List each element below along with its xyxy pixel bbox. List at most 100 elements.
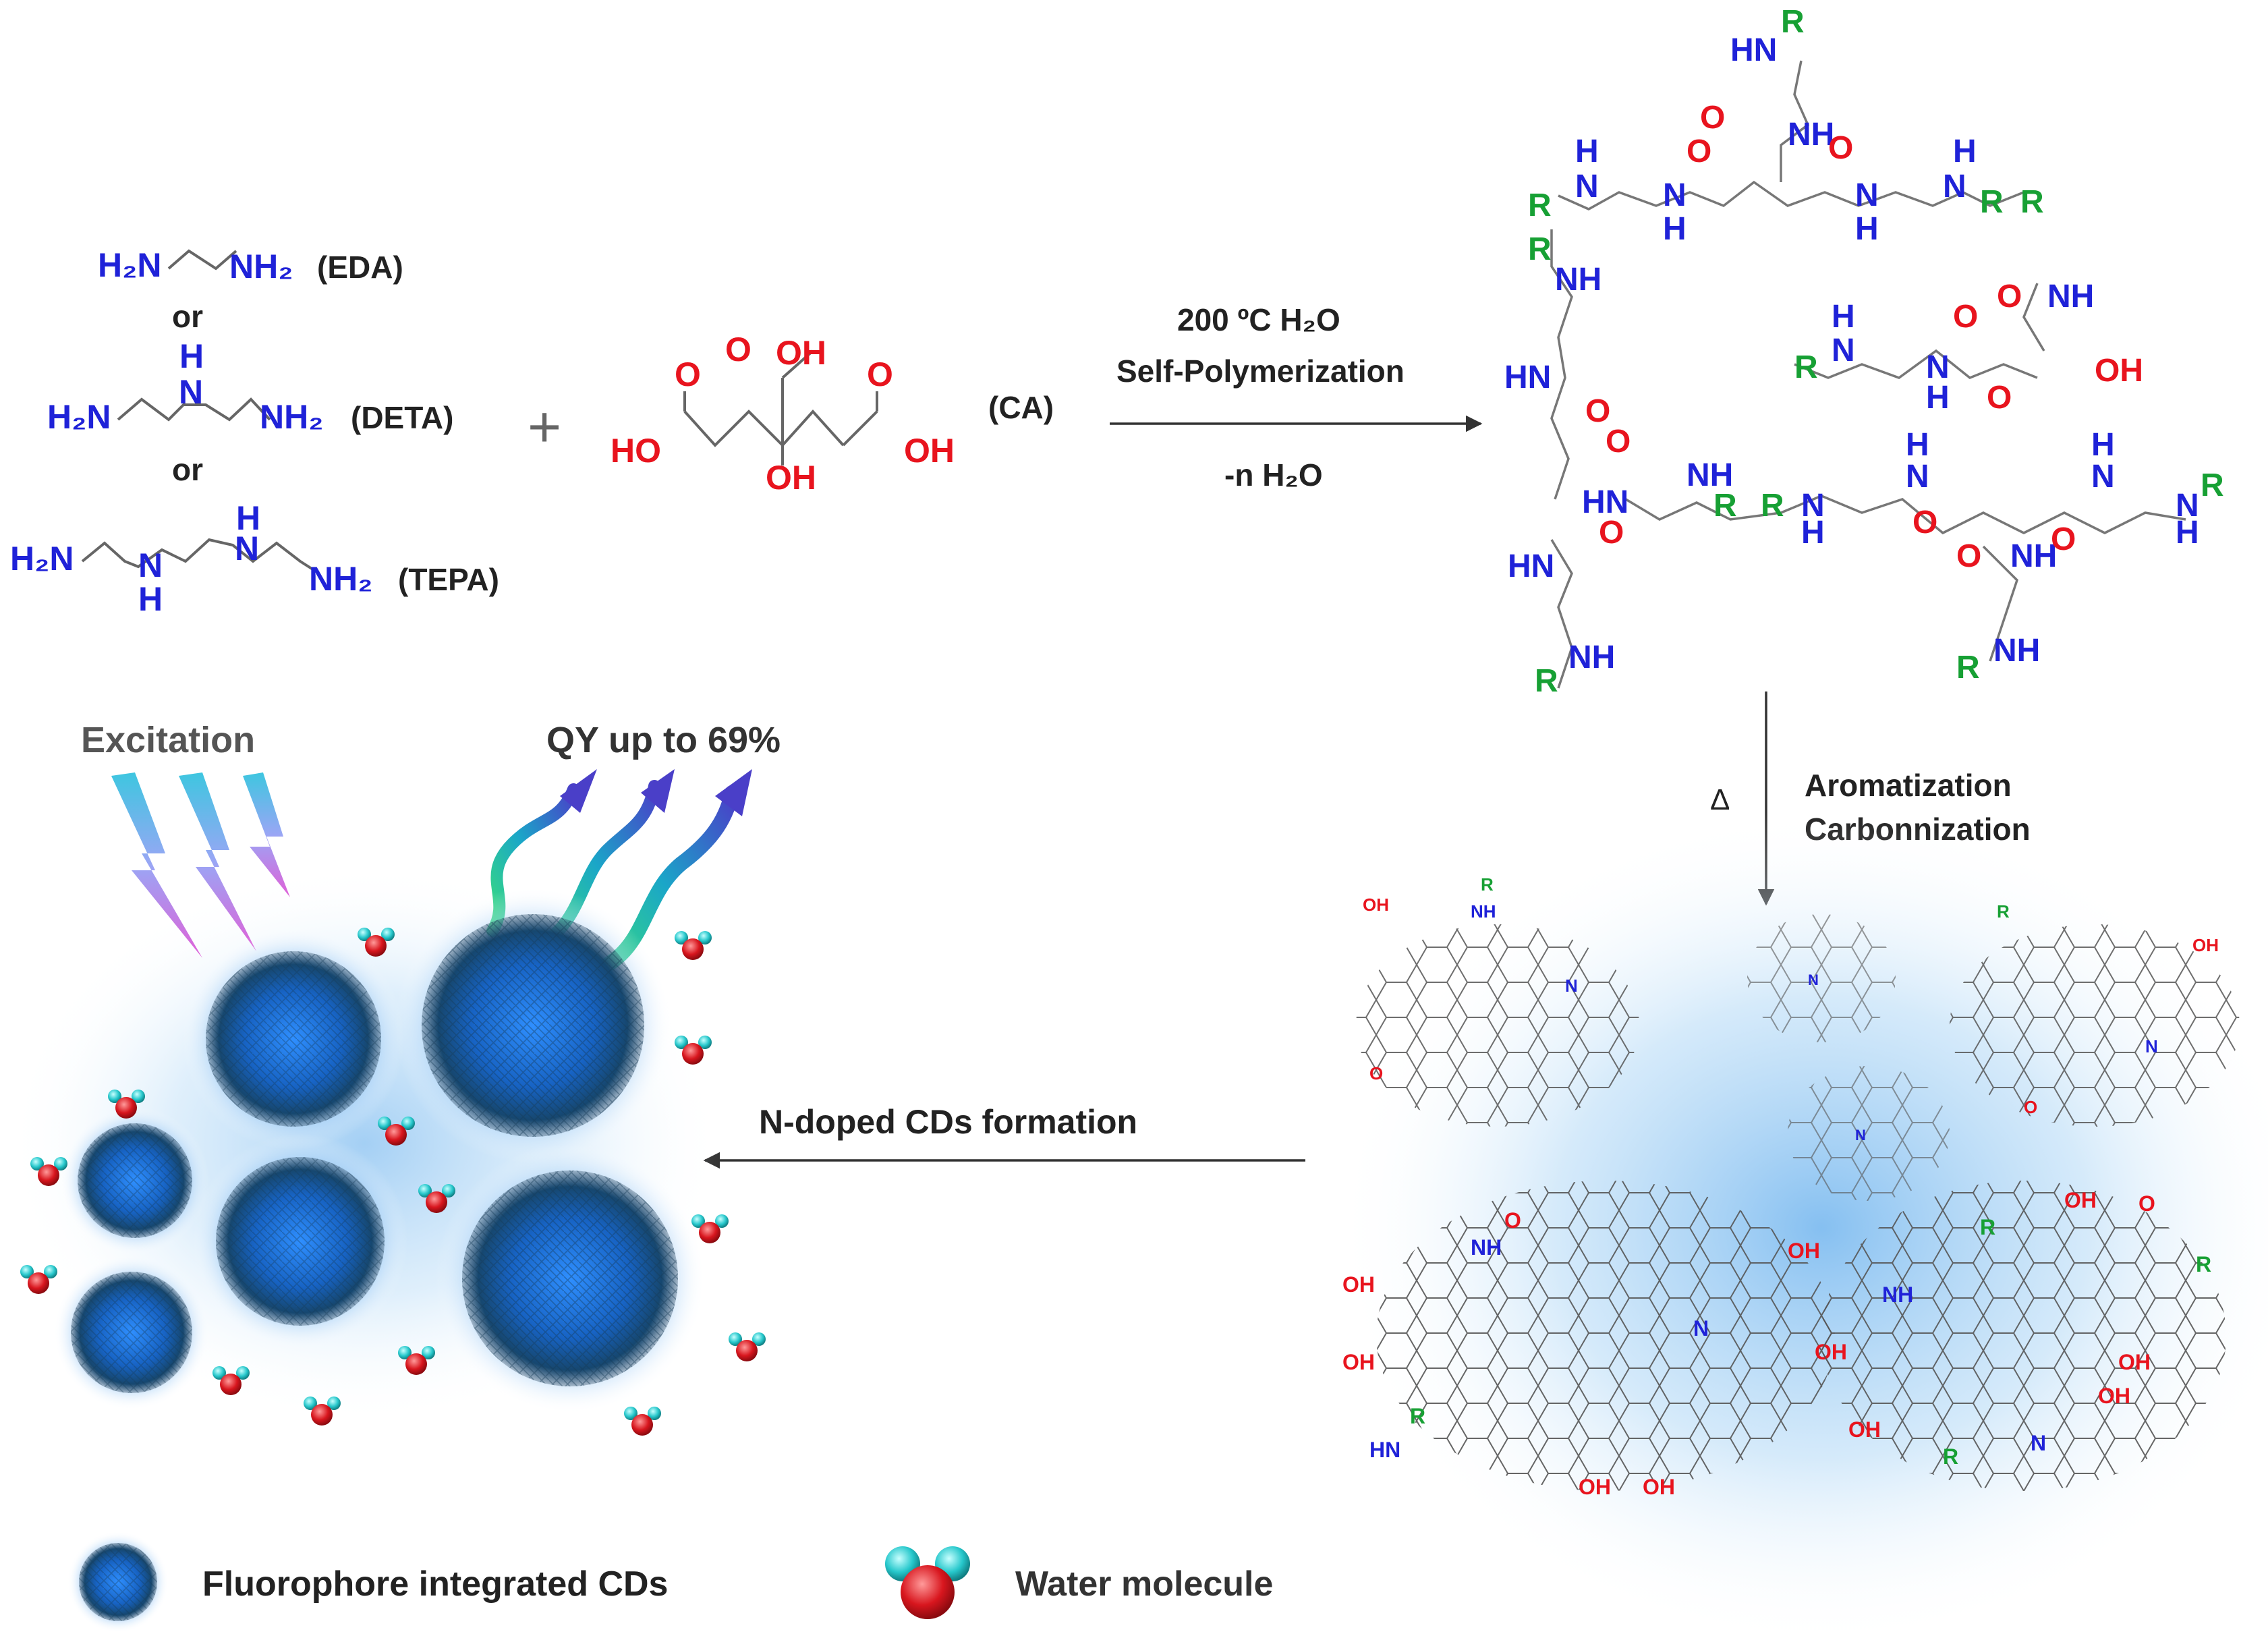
water-5-o (385, 1124, 407, 1146)
poly-n-7: N (1801, 488, 1825, 524)
cluster-3-r: R (1997, 901, 2010, 922)
water-10-h1 (729, 1332, 742, 1346)
deta-abbr: (DETA) (351, 400, 453, 435)
poly-bonds-8 (2022, 283, 2045, 351)
water-1-h1 (358, 928, 371, 941)
cluster-6-nh: NH (1882, 1282, 1913, 1307)
cd-dots (54, 887, 705, 1413)
cluster-3-core (1950, 924, 2240, 1127)
or-1: or (172, 299, 203, 334)
water-7-o (426, 1191, 447, 1213)
water-1-h2 (381, 928, 395, 941)
poly-n-4: N (1943, 169, 1966, 204)
cluster-5-n: N (1693, 1316, 1709, 1341)
water-4-h2 (132, 1090, 145, 1103)
poly-hn-c: HN (1508, 548, 1554, 584)
water-9 (20, 1265, 57, 1294)
water-14-o (631, 1414, 653, 1436)
ca-o-left: O (675, 356, 701, 393)
cluster-6-oh-1: OH (2064, 1188, 2097, 1212)
polymer-atoms: HN R NH O O O H N R R NH N H N H H N R R… (1504, 4, 2224, 699)
water-3-h1 (675, 1036, 688, 1049)
poly-r-top: R (1781, 4, 1805, 40)
citric-acid: O OH O O HO OH OH (CA) (611, 331, 1054, 497)
poly-o-1: O (1686, 134, 1711, 169)
tepa-abbr: (TEPA) (398, 562, 499, 597)
step1-byproduct: -n H₂O (1224, 457, 1323, 492)
cluster-1-o: O (1369, 1063, 1383, 1083)
ca-oh-mid: OH (766, 459, 816, 497)
tepa-n2: N (235, 530, 259, 567)
poly-hn-b: HN (1582, 484, 1628, 520)
deta-mid-n: N (179, 373, 203, 411)
deta-right: NH₂ (260, 398, 323, 436)
water-12 (212, 1366, 250, 1395)
poly-r-3: R (1980, 184, 2004, 220)
step3-label: N-doped CDs formation (759, 1103, 1137, 1141)
poly-o-11: O (2051, 521, 2076, 557)
water-10 (729, 1332, 766, 1361)
amine-tepa: H₂N N H H N NH₂ (TEPA) (10, 499, 499, 618)
poly-h-1: H (1575, 134, 1599, 169)
poly-r-1: R (1528, 188, 1552, 223)
poly-r-7: R (1761, 488, 1784, 524)
water-10-h2 (752, 1332, 766, 1346)
water-13-h1 (304, 1397, 317, 1410)
water-10-o (736, 1340, 758, 1361)
water-9-h2 (44, 1265, 57, 1278)
cluster-2: N (1747, 914, 1896, 1042)
poly-h-2: H (1663, 211, 1686, 247)
poly-bonds-1 (1558, 180, 2024, 210)
ca-o-right: O (867, 356, 893, 393)
legend-water-label: Water molecule (1015, 1564, 1273, 1604)
cluster-5-nh: NH (1471, 1235, 1502, 1260)
cluster-6-oh-3: OH (2098, 1384, 2130, 1408)
plus-sign: + (528, 395, 561, 459)
cluster-6-o: O (2138, 1191, 2155, 1216)
poly-nh-a: NH (1555, 262, 1601, 298)
water-9-o (28, 1272, 49, 1294)
water-7 (418, 1184, 455, 1213)
amine-eda: H₂N NH₂ (EDA) (98, 246, 403, 285)
tepa-right: NH₂ (309, 560, 372, 598)
poly-o-4: O (1997, 279, 2022, 314)
poly-h-10: H (2176, 515, 2199, 551)
cluster-3-n: N (2145, 1036, 2158, 1056)
water-8-h1 (691, 1214, 705, 1228)
water-11-h1 (398, 1346, 412, 1359)
water-6 (30, 1157, 67, 1186)
poly-hn-a: HN (1504, 360, 1551, 395)
water-7-h1 (418, 1184, 432, 1197)
cluster-5-oh-4: OH (1643, 1475, 1675, 1499)
cluster-5: O NH OH OH R HN OH OH OH OH N (1342, 1181, 1847, 1499)
water-12-o (220, 1374, 242, 1395)
water-2-h1 (675, 931, 688, 944)
step1-arrow: 200 ºC H₂O Self-Polymerization -n H₂O (1110, 302, 1483, 492)
cluster-6-r-3: R (1943, 1444, 1958, 1469)
poly-nh-b: NH (2047, 279, 2094, 314)
ca-abbr: (CA) (988, 390, 1054, 425)
poly-o-12: O (1599, 515, 1624, 551)
water-13 (304, 1397, 341, 1426)
poly-nh-f: NH (1993, 633, 2040, 669)
poly-n-9: N (2091, 459, 2115, 495)
cluster-6-core (1821, 1181, 2226, 1491)
tepa-left: H₂N (10, 540, 74, 577)
poly-r-8: R (2201, 468, 2224, 503)
water-5 (378, 1117, 415, 1146)
cluster-1-r: R (1481, 874, 1494, 895)
eda-abbr: (EDA) (317, 250, 403, 285)
step2-symbol: Δ (1710, 783, 1730, 816)
ca-bond-top (781, 349, 814, 379)
cd-dot-1-mesh (206, 951, 381, 1127)
poly-h-8: H (1906, 427, 1929, 463)
bolt-2 (179, 772, 256, 951)
step1-name: Self-Polymerization (1116, 354, 1405, 389)
poly-o-6: O (1987, 380, 2012, 416)
carbonized-panel: OH R NH N O N R OH N O N O NH OH OH R (1336, 810, 2268, 1636)
cluster-5-o-1: O (1504, 1208, 1521, 1233)
poly-bonds-7 (1982, 545, 2019, 662)
water-14 (624, 1407, 661, 1436)
water-5-h1 (378, 1117, 391, 1130)
